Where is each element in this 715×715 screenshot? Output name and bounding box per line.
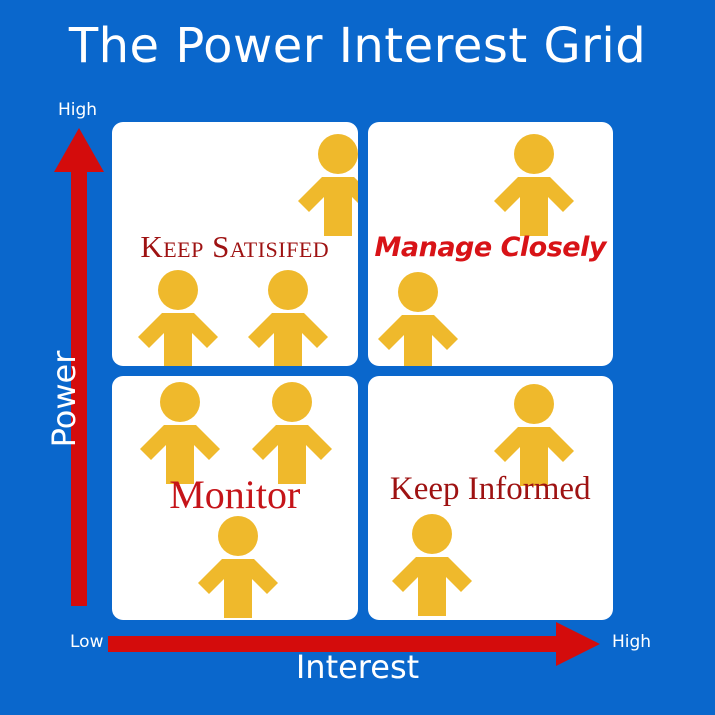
arrow-right-icon	[108, 622, 600, 666]
person-icon	[493, 384, 574, 486]
quadrant-label-keep-satisfied: Keep Satisifed	[140, 229, 330, 264]
person-icon	[391, 514, 472, 616]
person-icon	[493, 134, 574, 236]
power-axis-label: Power	[45, 350, 83, 448]
interest-axis-high-tick: High	[612, 632, 652, 652]
power-axis-high-tick: High	[58, 100, 98, 120]
person-icon	[377, 272, 458, 366]
person-icon	[198, 516, 278, 618]
person-icon	[138, 270, 218, 366]
quadrant-label-manage-closely: Manage Closely	[374, 232, 607, 263]
quadrant-monitor[interactable]: Monitor	[112, 376, 358, 620]
person-icon	[252, 382, 332, 484]
quadrant-keep-informed[interactable]: Keep Informed	[367, 376, 613, 620]
arrow-up-icon	[54, 128, 104, 606]
person-icon	[298, 134, 358, 236]
person-icon	[248, 270, 328, 366]
page-title: The Power Interest Grid	[68, 18, 647, 74]
interest-axis-label: Interest	[295, 648, 420, 686]
quadrant-manage-closely[interactable]: Manage Closely	[367, 122, 613, 366]
person-icon	[140, 382, 220, 484]
power-interest-grid: Keep Satisifed Manage Closely	[112, 122, 613, 620]
quadrant-keep-satisfied[interactable]: Keep Satisifed	[112, 122, 358, 366]
quadrant-label-monitor: Monitor	[169, 472, 301, 517]
interest-axis-low-tick: Low	[70, 632, 104, 652]
quadrant-label-keep-informed: Keep Informed	[389, 471, 591, 507]
